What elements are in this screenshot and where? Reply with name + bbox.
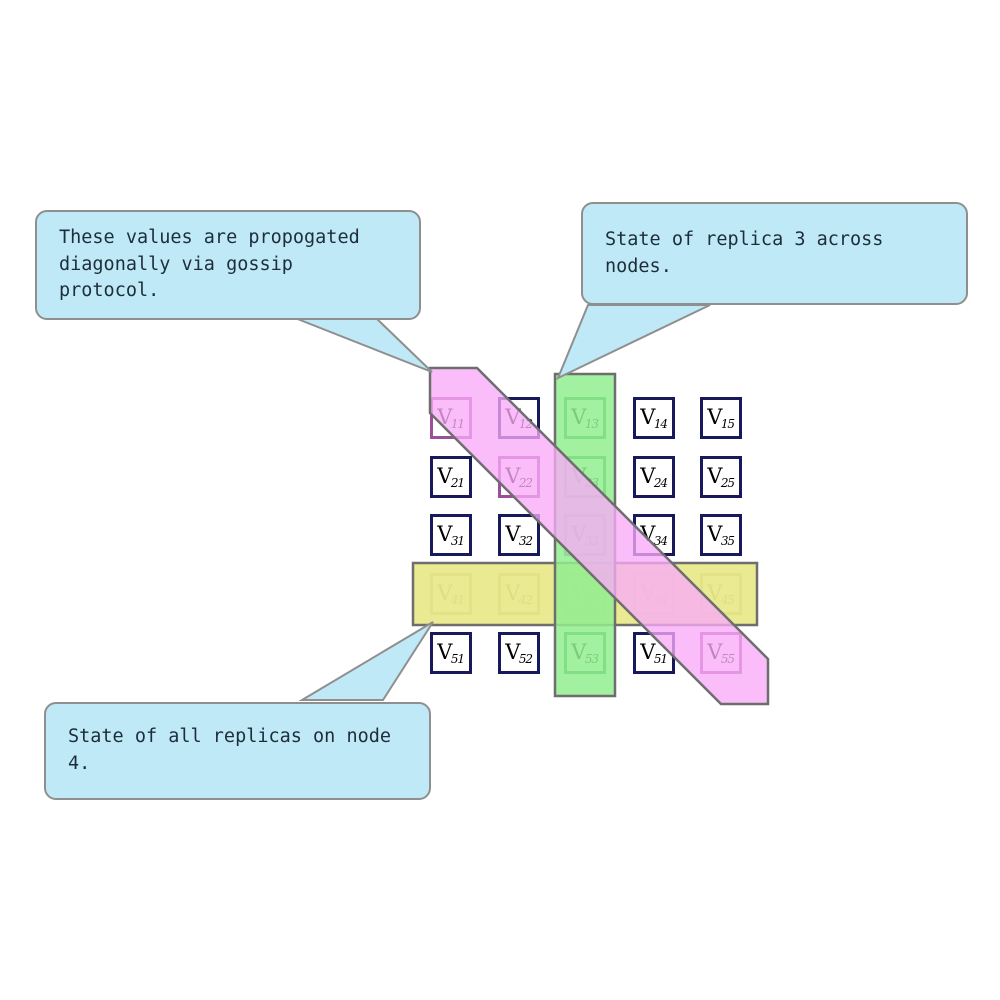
cell-label: V31: [437, 521, 465, 548]
cell-label: V25: [707, 463, 735, 490]
cell-subscript: 15: [720, 416, 735, 431]
cell-label: V35: [707, 521, 735, 548]
callout-gossip-text: These values are propogated diagonally v…: [59, 226, 360, 302]
cell-label: V15: [707, 404, 735, 431]
callout-tail-replica3: [556, 304, 711, 381]
cell-label: V51: [640, 639, 668, 666]
cell-subscript: 32: [518, 533, 533, 548]
callout-node4[interactable]: State of all replicas on node 4.: [44, 702, 431, 800]
grid-cell-V35[interactable]: V35: [700, 514, 742, 556]
grid-cell-V51[interactable]: V51: [430, 632, 472, 674]
cell-subscript: 25: [720, 475, 735, 490]
cell-label: V14: [640, 404, 668, 431]
grid-cell-V15[interactable]: V15: [700, 397, 742, 439]
grid-cell-V25[interactable]: V25: [700, 456, 742, 498]
callout-node4-text: State of all replicas on node 4.: [68, 726, 392, 774]
cell-subscript: 34: [653, 533, 668, 548]
callout-replica3-text: State of replica 3 across nodes.: [605, 228, 884, 277]
callout-replica3[interactable]: State of replica 3 across nodes.: [581, 202, 968, 305]
cell-subscript: 14: [653, 416, 668, 431]
cell-label: V51: [437, 639, 465, 666]
grid-cell-V52[interactable]: V52: [498, 632, 540, 674]
grid-cell-V32[interactable]: V32: [498, 514, 540, 556]
callout-gossip[interactable]: These values are propogated diagonally v…: [35, 210, 421, 320]
grid-cell-V24[interactable]: V24: [633, 456, 675, 498]
cell-subscript: 31: [450, 533, 465, 548]
cell-subscript: 35: [720, 533, 735, 548]
grid-cell-V14[interactable]: V14: [633, 397, 675, 439]
callout-tail-node4: [298, 621, 434, 701]
cell-subscript: 51: [653, 651, 668, 666]
cell-subscript: 21: [450, 475, 465, 490]
cell-label: V24: [640, 463, 668, 490]
diagonal-gossip-band: [428, 366, 770, 706]
grid-cell-V21[interactable]: V21: [430, 456, 472, 498]
callout-tail-gossip: [294, 317, 433, 373]
cell-label: V52: [505, 639, 533, 666]
cell-label: V21: [437, 463, 465, 490]
grid-cell-V31[interactable]: V31: [430, 514, 472, 556]
cell-subscript: 51: [450, 651, 465, 666]
cell-label: V32: [505, 521, 533, 548]
cell-subscript: 52: [518, 651, 533, 666]
cell-subscript: 24: [653, 475, 668, 490]
